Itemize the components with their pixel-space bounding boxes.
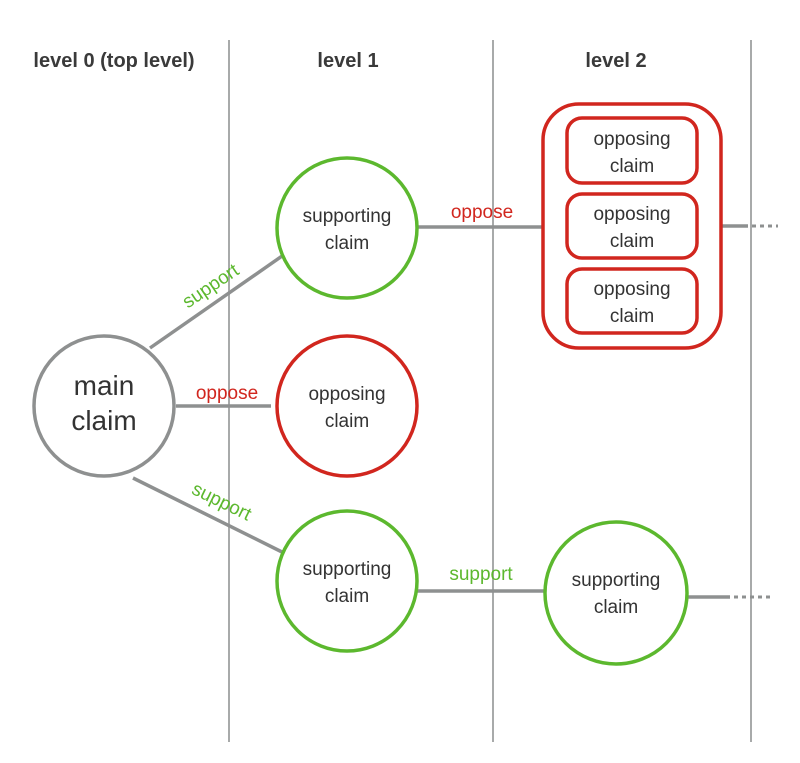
edge-label-oppose-mid: oppose [196,383,258,404]
opposing-claims-group: opposing claim opposing claim opposing c… [541,102,723,350]
opposing-claim-node-mid: opposing claim [275,334,419,478]
edge-label-oppose-level2: oppose [451,202,513,223]
node-label-line2: claim [325,411,369,432]
node-label-line2: claim [610,231,654,252]
node-label-line1: supporting [303,206,392,227]
header-level-0: level 0 (top level) [33,50,194,72]
node-label-line2: claim [594,597,638,618]
supporting-claim-node-level2: supporting claim [543,520,689,666]
opposing-claim-box: opposing claim [565,267,699,335]
node-label-line1: opposing [593,204,670,225]
node-label-line1: opposing [593,279,670,300]
opposing-claim-box: opposing claim [565,192,699,260]
header-level-2: level 2 [585,50,646,72]
supporting-claim-node-bottom: supporting claim [275,509,419,653]
node-label-line1: supporting [303,559,392,580]
node-label-line1: supporting [572,570,661,591]
opposing-claim-box: opposing claim [565,116,699,185]
node-label-line1: opposing [308,384,385,405]
edge-label-support-bottom: support [188,479,255,526]
node-label-line2: claim [610,306,654,327]
supporting-claim-node-top: supporting claim [275,156,419,300]
header-level-1: level 1 [317,50,378,72]
edge-label-support-level2: support [449,564,513,585]
node-label-line2: claim [610,156,654,177]
node-label-line2: claim [325,233,369,254]
node-label-line1: opposing [593,129,670,150]
edge-main-to-support-top [149,252,286,350]
main-claim-node: main claim [32,334,176,478]
edge-main-to-support-bottom [132,476,283,554]
main-claim-label-line2: claim [71,405,136,436]
node-label-line2: claim [325,586,369,607]
main-claim-label-line1: main [74,370,135,401]
